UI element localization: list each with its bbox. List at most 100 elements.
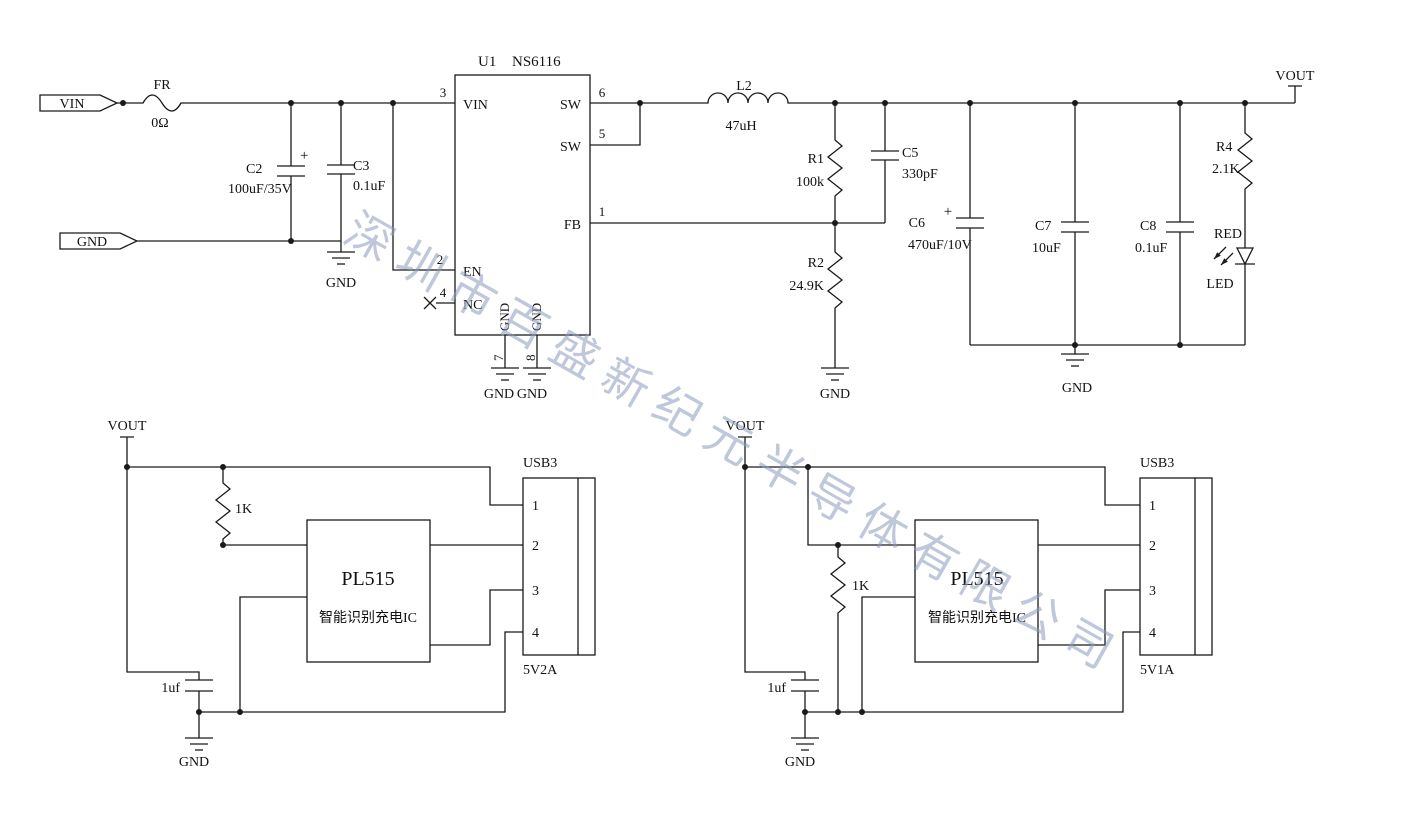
ic-pl515-left: PL515 智能识别充电IC (306, 519, 431, 663)
ground-symbol (1060, 353, 1090, 367)
c7-ref: C7 (1035, 219, 1051, 234)
c7-value: 10uF (1032, 241, 1061, 256)
u1-num-3: 3 (440, 85, 447, 100)
ground-c3: GND (326, 241, 356, 291)
capacitor-c7: C7 10uF (1032, 103, 1089, 345)
c3-value: 0.1uF (353, 179, 386, 194)
junction-dots-top (120, 100, 1248, 348)
output-ground-rail: GND (970, 344, 1245, 396)
c8-ref: C8 (1140, 219, 1156, 234)
ground-c3-label: GND (326, 276, 356, 291)
led-triangle (1235, 247, 1255, 266)
resistor-r1: R1 100k (796, 103, 844, 223)
capacitor-c6: + C6 470uF/10V (908, 103, 984, 345)
resistor-1k-right: 1K (829, 545, 869, 712)
c6-plus-sign: + (944, 204, 952, 220)
vout-port-right: VOUT (726, 419, 806, 680)
usb-left-pin3: 3 (532, 584, 539, 599)
u1-gnd-a-label: GND (484, 387, 514, 402)
gnd-right-label: GND (785, 755, 815, 770)
usb-left-ref: USB3 (523, 456, 557, 471)
u1-pin-gnd-a: GND (497, 303, 512, 331)
cap-left-value: 1uf (161, 681, 180, 696)
vbus-wire-right (745, 466, 1140, 506)
capacitor-c8: C8 0.1uF (1135, 103, 1194, 345)
sw-pin5-wire (590, 103, 641, 146)
fr-value: 0Ω (151, 116, 168, 131)
usb-right-body (1139, 477, 1213, 656)
r4-value: 2.1K (1212, 162, 1240, 177)
l2-value: 47uH (725, 119, 756, 134)
capacitor-1uf-left: 1uf GND (161, 679, 214, 770)
capacitor-c3: C3 0.1uF (327, 103, 386, 241)
c6-value: 470uF/10V (908, 238, 972, 253)
vout-top-label: VOUT (1276, 69, 1315, 84)
usb-left-pin2: 2 (532, 539, 539, 554)
gnd-left-label: GND (179, 755, 209, 770)
pl515-right-desc: 智能识别充电IC (928, 610, 1026, 626)
pl515-right-gnd-wire (861, 596, 915, 712)
pl515-left-desc: 智能识别充电IC (319, 610, 417, 626)
c5-value: 330pF (902, 167, 938, 182)
pl515-left-gnd-wire (239, 596, 307, 712)
c6-ref: C6 (909, 216, 925, 231)
ground-rail-right (805, 631, 1140, 713)
vout-port-top: VOUT (1276, 69, 1315, 103)
ground-rail-left (199, 631, 523, 713)
r2-value: 24.9K (789, 279, 824, 294)
l2-ref: L2 (736, 79, 752, 94)
c5-ref: C5 (902, 146, 918, 161)
u1-pin-vin: VIN (463, 98, 488, 113)
u1-pin-gnd-b: GND (529, 303, 544, 331)
buck-converter-circuit: VIN FR 0Ω + C2 100uF/35V C3 0.1uF GND (39, 54, 1315, 402)
cap-right-value: 1uf (767, 681, 786, 696)
u1-num-2: 2 (437, 252, 444, 267)
vin-port: VIN (39, 94, 119, 112)
u1-num-5: 5 (599, 126, 606, 141)
pl515-right-name: PL515 (950, 568, 1003, 590)
charger-circuit-left: VOUT 1K PL515 智能识别充电IC 1uf GND USB3 1 (108, 419, 596, 770)
r2-gnd-label: GND (820, 387, 850, 402)
ground-symbol (820, 367, 850, 381)
usb-right-pin2: 2 (1149, 539, 1156, 554)
capacitor-c2: + C2 100uF/35V (228, 103, 308, 241)
u1-num-8: 8 (523, 355, 538, 362)
usb-left-pin3-wire (430, 589, 523, 646)
led-color-label: RED (1214, 227, 1242, 242)
junction-dots-left (124, 464, 243, 715)
usb-connector-left: USB3 1 2 3 4 5V2A (522, 456, 596, 678)
u1-ref: U1 (478, 54, 496, 70)
pl515-left-name: PL515 (341, 568, 394, 590)
usb-right-ref: USB3 (1140, 456, 1174, 471)
r2-ref: R2 (808, 256, 824, 271)
junction-dots-right (742, 464, 865, 715)
ic-u1-ns6116: U1 NS6116 VIN SW SW FB EN NC GND GND 3 2… (392, 54, 606, 402)
usb-left-pin4: 4 (532, 626, 539, 641)
u1-pin-fb: FB (564, 218, 581, 233)
c3-ref: C3 (353, 159, 369, 174)
output-gnd-label: GND (1062, 381, 1092, 396)
u1-num-6: 6 (599, 85, 606, 100)
ic-pl515-right: PL515 智能识别充电IC (914, 519, 1039, 663)
ground-symbol (790, 737, 820, 751)
u1-pin-sw-b: SW (560, 140, 582, 155)
r1-ref: R1 (808, 152, 824, 167)
usb-left-rating: 5V2A (523, 663, 558, 678)
r4-ref: R4 (1216, 140, 1232, 155)
u1-pin-en: EN (463, 265, 482, 280)
vout-left-label: VOUT (108, 419, 147, 434)
ground-symbol (184, 737, 214, 751)
usb-right-pin4: 4 (1149, 626, 1156, 641)
led-ref-label: LED (1206, 277, 1233, 292)
capacitor-c5: C5 330pF (871, 103, 938, 223)
inductor-l2: L2 47uH (590, 79, 1295, 146)
u1-gnd-b-label: GND (517, 387, 547, 402)
u1-num-1: 1 (599, 204, 606, 219)
gnd-port-label: GND (77, 235, 107, 250)
u1-num-7: 7 (491, 354, 506, 361)
usb-right-pin3: 3 (1149, 584, 1156, 599)
usb-left-pin1: 1 (532, 499, 539, 514)
usb-right-rating: 5V1A (1140, 663, 1175, 678)
